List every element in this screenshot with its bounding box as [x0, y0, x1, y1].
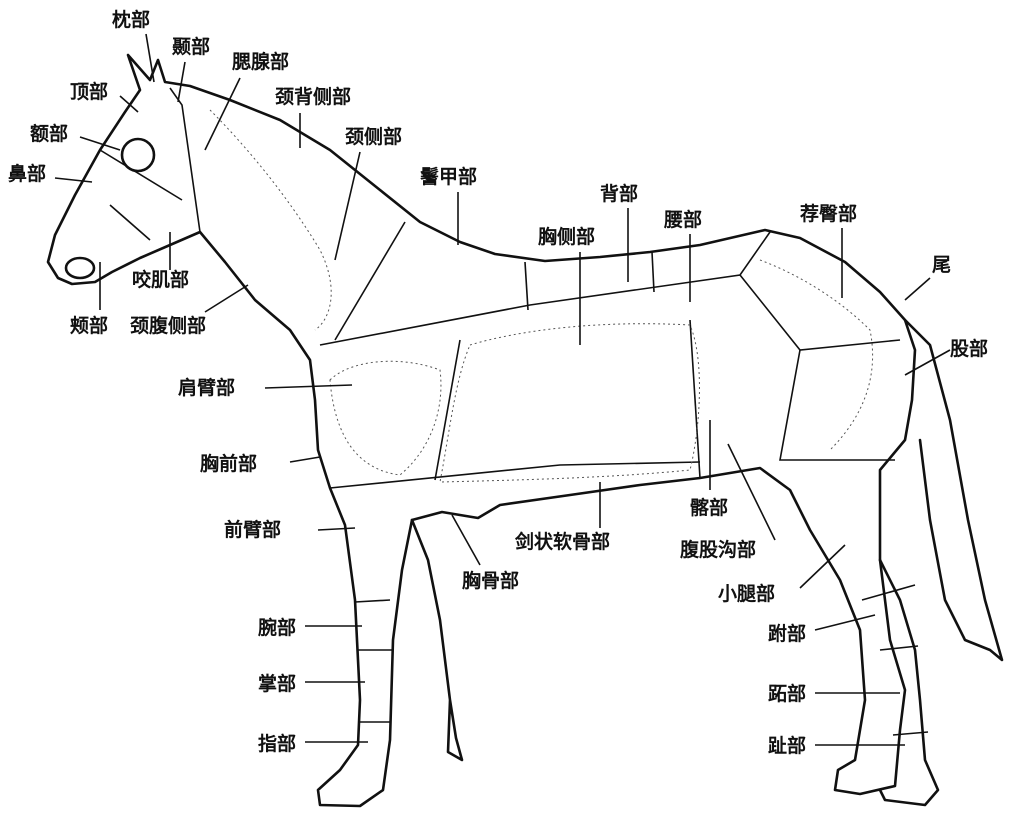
head-neck-boundary [170, 88, 200, 232]
leader-line [905, 278, 930, 300]
tarsus-top [862, 585, 915, 600]
label-text: 鼻部 [8, 162, 46, 185]
leader-line [178, 62, 185, 102]
leader-line [205, 285, 248, 312]
tarsus-bottom [880, 646, 918, 650]
leader-line [815, 615, 875, 630]
label-text: 趾部 [768, 734, 806, 757]
label-metacarpus: 掌部 [258, 672, 365, 695]
label-text: 鬐甲部 [420, 165, 477, 188]
label-back: 背部 [600, 182, 638, 282]
label-text: 枕部 [112, 8, 150, 31]
label-finger: 指部 [258, 732, 368, 755]
label-text: 胸侧部 [538, 225, 595, 248]
label-lateral-chest: 胸侧部 [538, 225, 595, 345]
tail-outline [905, 320, 1002, 660]
label-text: 咬肌部 [132, 268, 189, 291]
label-shoulder-arm: 肩臂部 [178, 376, 352, 399]
label-text: 胸骨部 [462, 569, 519, 592]
leader-line [318, 528, 355, 530]
withers-back-boundary [525, 262, 528, 310]
label-text: 颞部 [171, 35, 210, 58]
region-labels: 枕部 颞部 腮腺部 顶部 额部 鼻部 颈背侧部 颈侧部 [8, 8, 988, 757]
far-hindleg-outline [880, 560, 938, 805]
label-text: 尾 [932, 254, 951, 276]
label-text: 颈背侧部 [275, 85, 351, 108]
label-loin: 腰部 [663, 208, 702, 302]
label-text: 股部 [950, 337, 988, 360]
label-sternal: 胸骨部 [452, 515, 519, 592]
label-text: 颈侧部 [345, 125, 402, 148]
label-text: 腰部 [663, 208, 702, 231]
leader-line [728, 444, 775, 540]
leader-line [205, 78, 240, 150]
label-text: 掌部 [258, 672, 296, 695]
label-ventral-neck: 颈腹侧部 [130, 285, 248, 337]
label-text: 腮腺部 [231, 50, 289, 73]
label-carpus: 腕部 [257, 616, 362, 639]
thigh-leg-boundary [780, 350, 895, 460]
label-forehead: 额部 [30, 122, 120, 150]
label-flank: 髂部 [690, 420, 728, 519]
leader-line [265, 385, 352, 388]
label-tail: 尾 [905, 254, 951, 300]
label-text: 腹股沟部 [679, 538, 756, 561]
label-text: 前臂部 [224, 518, 281, 541]
leader-line [146, 34, 154, 82]
label-text: 跖部 [768, 682, 806, 705]
leader-line [290, 457, 320, 462]
label-toe: 趾部 [768, 734, 905, 757]
label-text: 顶部 [70, 80, 108, 103]
nostril [66, 258, 94, 278]
forehead-nose-boundary [100, 150, 182, 200]
label-cheek: 颊部 [70, 262, 108, 337]
pelvis-dotted [760, 260, 873, 450]
flank-boundary [690, 320, 700, 478]
dorsal-lateral-boundary [320, 232, 770, 345]
label-text: 髂部 [690, 496, 728, 519]
label-withers: 鬐甲部 [420, 165, 477, 245]
label-text: 荐臀部 [799, 202, 857, 225]
label-croup: 荐臀部 [799, 202, 857, 298]
label-presternal: 胸前部 [200, 452, 320, 475]
label-text: 小腿部 [718, 582, 775, 605]
label-metatarsus: 跖部 [768, 682, 900, 705]
carpus-top [355, 600, 390, 602]
label-text: 腕部 [257, 616, 296, 639]
label-text: 颊部 [70, 314, 108, 337]
scapula-dotted [330, 361, 441, 475]
label-lateral-neck: 颈侧部 [335, 125, 402, 260]
label-text: 颈腹侧部 [130, 314, 206, 337]
label-text: 剑状软骨部 [514, 530, 610, 553]
label-forearm: 前臂部 [224, 518, 355, 541]
neck-shoulder-boundary [335, 222, 405, 340]
masseter-boundary [110, 205, 150, 240]
label-text: 额部 [30, 122, 68, 145]
leader-line [55, 178, 92, 182]
label-text: 指部 [258, 732, 296, 755]
leader-line [335, 152, 360, 260]
leader-line [452, 515, 480, 565]
label-nose: 鼻部 [8, 162, 92, 185]
label-text: 肩臂部 [178, 376, 235, 399]
croup-thigh-boundary [740, 275, 900, 350]
label-text: 胸前部 [200, 452, 257, 475]
rib-cage-dotted [440, 324, 699, 482]
back-loin-boundary [652, 252, 654, 292]
leader-line [905, 350, 950, 375]
far-foreleg-outline [412, 520, 462, 760]
label-text: 跗部 [768, 622, 806, 645]
label-thigh: 股部 [905, 337, 988, 375]
label-text: 背部 [600, 182, 638, 205]
